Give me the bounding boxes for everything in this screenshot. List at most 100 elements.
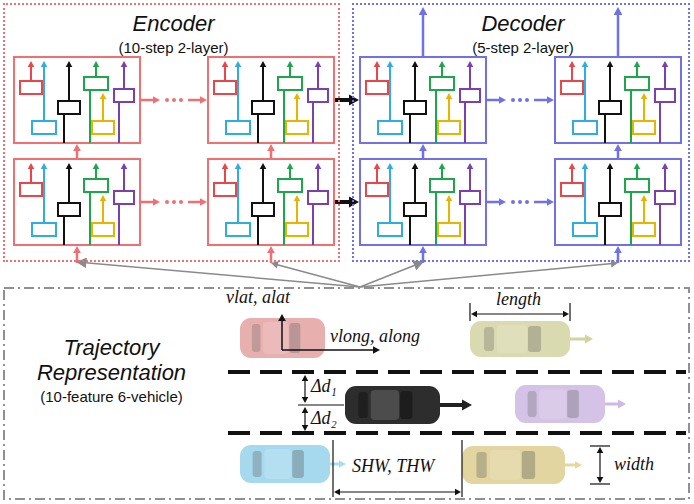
dimension-label: length xyxy=(496,289,541,310)
arrow-head xyxy=(462,400,472,411)
ellipsis-dot xyxy=(165,98,169,102)
arrow-line xyxy=(304,380,305,389)
rear-window xyxy=(484,327,494,351)
arrow-head xyxy=(235,61,242,67)
arrow-line xyxy=(237,168,239,223)
arrow-head xyxy=(93,163,100,169)
gate-line xyxy=(630,192,632,245)
group-subtitle: (10-step 2-layer) xyxy=(5,38,342,57)
arrow-line xyxy=(599,452,600,465)
arrow-line xyxy=(571,168,573,183)
arrow-head xyxy=(121,61,128,67)
gate-line xyxy=(435,90,437,143)
gate-rect xyxy=(430,179,454,192)
gate-line xyxy=(409,114,411,143)
arrow-head xyxy=(100,93,107,99)
arrow-line xyxy=(270,150,273,159)
arrow-line xyxy=(617,150,620,159)
gate-rect xyxy=(561,81,583,94)
windshield xyxy=(400,391,412,419)
arrow-head xyxy=(315,61,322,67)
arrow-line xyxy=(360,264,612,287)
arrow-line xyxy=(76,150,79,159)
cell-box xyxy=(14,159,140,245)
gate-rect xyxy=(655,89,675,102)
gate-rect xyxy=(438,121,460,134)
lane-marking xyxy=(228,431,686,435)
gate-rect xyxy=(633,121,655,134)
arrow-line xyxy=(389,168,391,223)
arrow-line xyxy=(304,389,305,398)
gate-rect xyxy=(278,179,302,192)
recurrent-cell xyxy=(360,159,486,245)
arrow-head xyxy=(302,425,309,431)
input-arrow xyxy=(360,262,423,287)
arrow-head xyxy=(315,163,322,169)
gate-rect xyxy=(573,223,597,236)
arrow-line xyxy=(617,13,620,57)
leader-line xyxy=(590,483,610,484)
roof xyxy=(264,449,291,479)
arrow-head xyxy=(278,314,286,321)
arrow-line xyxy=(43,168,45,223)
lane-marking xyxy=(228,370,686,374)
arrow-head xyxy=(339,460,346,468)
gate-line xyxy=(435,192,437,245)
gate-rect xyxy=(92,121,114,134)
arrow-head xyxy=(28,163,35,169)
arrow-head xyxy=(374,163,381,169)
arrow-line xyxy=(448,200,450,223)
arrow-head xyxy=(614,7,623,15)
dash-dot-outline xyxy=(4,288,689,499)
arrow-line xyxy=(102,98,104,121)
arrow-line xyxy=(636,168,638,179)
arrow-line xyxy=(414,66,416,101)
arrow-line xyxy=(330,463,340,466)
ellipsis-dot xyxy=(511,200,515,204)
cell-box xyxy=(555,57,681,143)
arrow-head xyxy=(73,246,81,253)
roof xyxy=(490,450,521,480)
arrow-head xyxy=(597,477,604,483)
cell-box xyxy=(208,159,334,245)
arrow-head xyxy=(467,163,474,169)
arrow-line xyxy=(584,168,586,223)
ellipsis-dot xyxy=(511,98,515,102)
gate-rect xyxy=(20,183,42,196)
arrow-line xyxy=(476,313,520,314)
gate-rect xyxy=(92,223,114,236)
cell-box xyxy=(208,57,334,143)
group-subtitle: (5-step 2-layer) xyxy=(354,38,692,57)
arrow-head xyxy=(302,407,309,413)
gate-rect xyxy=(378,223,402,236)
arrow-line xyxy=(95,66,97,77)
ellipsis-dot xyxy=(525,98,529,102)
arrow-head xyxy=(294,195,301,201)
gate-rect xyxy=(438,223,460,236)
arrow-line xyxy=(414,168,416,203)
gate-rect xyxy=(214,81,236,94)
arrow-head xyxy=(41,163,48,169)
group-subtitle: (10-feature 6-vehicle) xyxy=(9,387,214,406)
arrow-line xyxy=(636,66,638,77)
gate-line xyxy=(257,216,259,245)
arrow-head xyxy=(641,195,648,201)
group-title: Trajectory Representation xyxy=(9,335,214,385)
arrow-line xyxy=(643,98,645,121)
arrow-head xyxy=(597,447,604,453)
arrow-line xyxy=(376,66,378,81)
arrow-line xyxy=(334,200,351,204)
arrow-head xyxy=(582,61,589,67)
windshield xyxy=(522,451,535,479)
arrow-line xyxy=(282,349,374,351)
input-arrow xyxy=(77,262,360,287)
gate-line xyxy=(118,102,120,143)
ellipsis-dot xyxy=(518,98,522,102)
arrow-head xyxy=(387,163,394,169)
arrow-line xyxy=(376,168,378,183)
arrow-head xyxy=(634,163,641,169)
gate-rect xyxy=(404,101,426,114)
arrow-head xyxy=(499,96,506,104)
gate-line xyxy=(63,216,65,245)
